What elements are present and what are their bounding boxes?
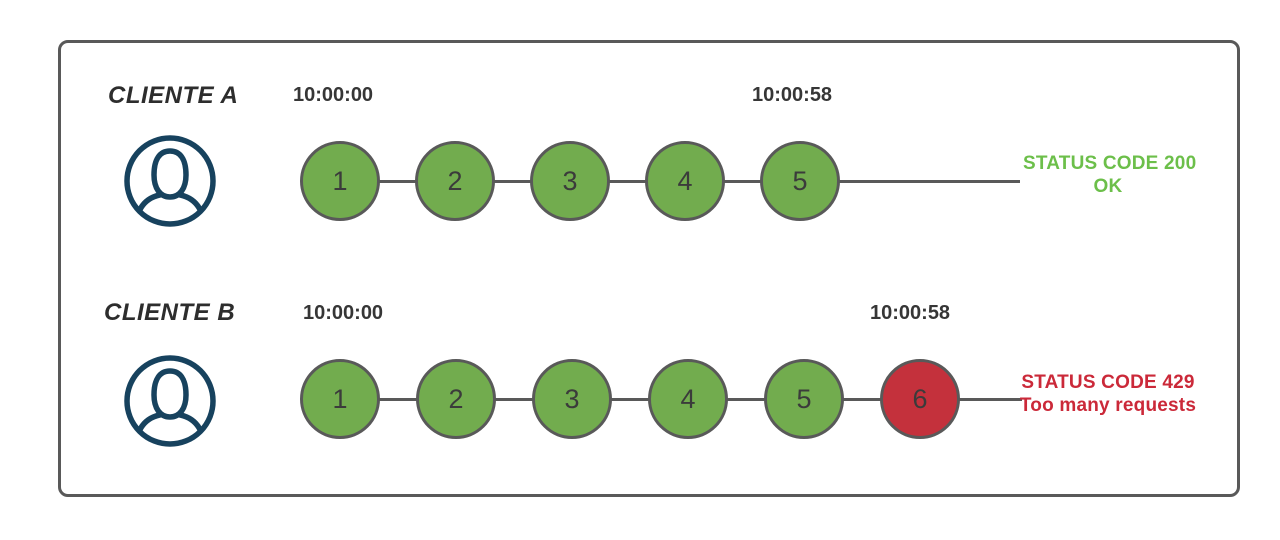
client-b-avatar-icon: [122, 353, 218, 449]
request-step-1: 1: [300, 141, 380, 221]
client-a-end-timestamp: 10:00:58: [752, 84, 833, 106]
request-step-2: 2: [416, 359, 496, 439]
client-b-start-timestamp: 10:00:00: [303, 302, 384, 324]
client-b-label: CLIENTE B: [104, 299, 236, 326]
request-step-4: 4: [645, 141, 725, 221]
outer-frame: [58, 40, 1240, 497]
status-code-line: STATUS CODE 429: [1021, 372, 1195, 393]
request-step-5: 5: [760, 141, 840, 221]
status-code-line: STATUS CODE 200: [1023, 153, 1197, 174]
status-message-line: OK: [1093, 176, 1123, 197]
request-step-4: 4: [648, 359, 728, 439]
request-step-3: 3: [532, 359, 612, 439]
client-a-start-timestamp: 10:00:00: [293, 84, 374, 106]
request-step-5: 5: [764, 359, 844, 439]
request-step-3: 3: [530, 141, 610, 221]
client-b-end-timestamp: 10:00:58: [870, 302, 951, 324]
request-step-2: 2: [415, 141, 495, 221]
client-a-status-text: STATUS CODE 200 OK: [1023, 152, 1197, 198]
client-b-status-text: STATUS CODE 429 Too many requests: [1013, 371, 1203, 417]
request-step-1: 1: [300, 359, 380, 439]
client-a-avatar-icon: [122, 133, 218, 229]
client-a-label: CLIENTE A: [108, 82, 239, 109]
status-message-line: Too many requests: [1019, 395, 1197, 416]
request-step-6-blocked: 6: [880, 359, 960, 439]
